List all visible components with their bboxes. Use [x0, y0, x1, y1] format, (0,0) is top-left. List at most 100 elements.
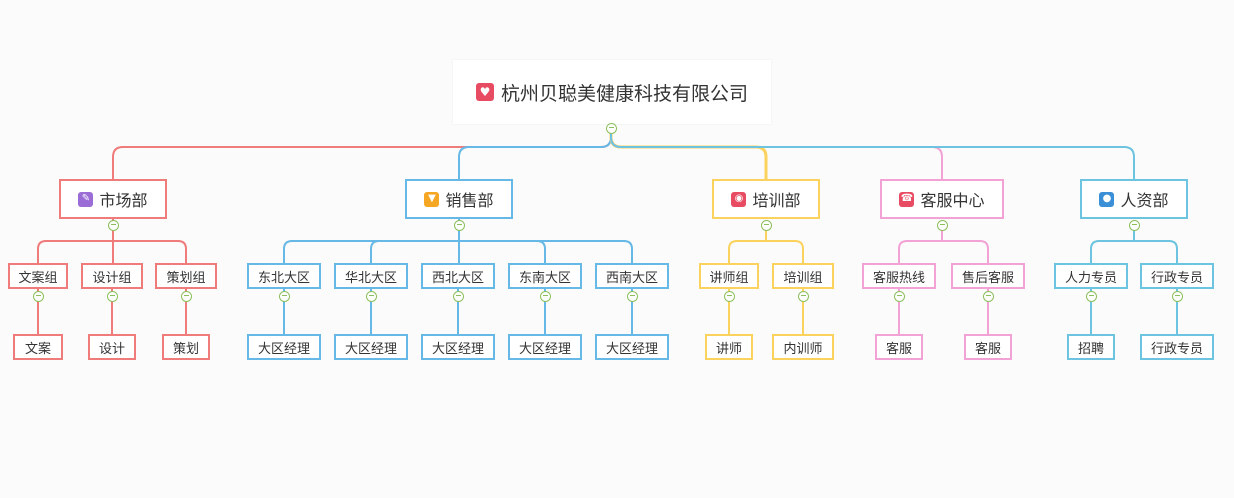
role-node[interactable]: 客服: [964, 334, 1012, 360]
collapse-toggle[interactable]: [936, 219, 948, 231]
role-node[interactable]: 大区经理: [247, 334, 321, 360]
root-node[interactable]: ♥杭州贝聪美健康科技有限公司: [453, 60, 771, 124]
group-node-label: 行政专员: [1150, 270, 1203, 286]
role-node-label: 设计: [98, 341, 125, 357]
dept-node-label: 市场部: [99, 191, 148, 210]
collapse-toggle[interactable]: [605, 122, 617, 134]
badge-icon: ◉: [731, 191, 747, 207]
connector-dept-group: [941, 224, 989, 264]
collapse-toggle[interactable]: [1128, 219, 1140, 231]
role-node[interactable]: 设计: [88, 334, 136, 360]
collapse-toggle[interactable]: [365, 290, 377, 302]
role-node[interactable]: 大区经理: [508, 334, 582, 360]
connector-dept-group: [1133, 224, 1178, 264]
collapse-toggle[interactable]: [180, 290, 192, 302]
group-node[interactable]: 讲师组: [699, 263, 759, 289]
collapse-toggle[interactable]: [626, 290, 638, 302]
group-node-label: 售后客服: [961, 270, 1014, 286]
role-node[interactable]: 招聘: [1067, 334, 1115, 360]
role-node-label: 大区经理: [257, 341, 310, 357]
group-node-label: 文案组: [18, 270, 58, 286]
group-node[interactable]: 东北大区: [247, 263, 321, 289]
group-node-label: 培训组: [783, 270, 823, 286]
group-node[interactable]: 培训组: [772, 263, 834, 289]
role-node-label: 讲师: [715, 341, 742, 357]
group-node-label: 东南大区: [518, 270, 571, 286]
group-node-label: 人力专员: [1064, 270, 1117, 286]
collapse-toggle[interactable]: [723, 290, 735, 302]
role-node-label: 客服: [974, 341, 1001, 357]
role-node-label: 客服: [885, 341, 912, 357]
pencil-icon: ✎: [78, 191, 94, 207]
group-node-label: 东北大区: [257, 270, 310, 286]
connector-dept-group: [370, 224, 460, 264]
connector-root-dept: [112, 129, 612, 180]
group-node[interactable]: 人力专员: [1054, 263, 1128, 289]
role-node[interactable]: 大区经理: [421, 334, 495, 360]
dept-node[interactable]: ◉ 培训部: [712, 179, 820, 219]
connector-root-dept: [609, 128, 768, 181]
group-node[interactable]: 东南大区: [508, 263, 582, 289]
role-node[interactable]: 策划: [162, 334, 210, 360]
group-node[interactable]: 西南大区: [595, 263, 669, 289]
dept-node[interactable]: ☎客服中心: [880, 179, 1004, 219]
group-node-label: 华北大区: [344, 270, 397, 286]
heart-icon: ♥: [475, 83, 494, 101]
connector-dept-group: [283, 224, 460, 264]
collapse-toggle[interactable]: [106, 290, 118, 302]
role-node[interactable]: 讲师: [705, 334, 753, 360]
role-node[interactable]: 客服: [875, 334, 923, 360]
connector-dept-group: [728, 224, 767, 264]
role-node-label: 招聘: [1077, 341, 1104, 357]
collapse-toggle[interactable]: [278, 290, 290, 302]
group-node[interactable]: 华北大区: [334, 263, 408, 289]
group-node-label: 设计组: [92, 270, 132, 286]
role-node-label: 大区经理: [431, 341, 484, 357]
connector-root-dept: [610, 129, 1135, 180]
group-node-label: 客服热线: [872, 270, 925, 286]
collapse-toggle[interactable]: [453, 219, 465, 231]
connector-dept-group: [458, 224, 546, 264]
collapse-toggle[interactable]: [1171, 290, 1183, 302]
role-node[interactable]: 大区经理: [334, 334, 408, 360]
connector-dept-group: [898, 224, 943, 264]
group-node[interactable]: 客服热线: [862, 263, 936, 289]
collapse-toggle[interactable]: [982, 290, 994, 302]
dept-node-label: 培训部: [752, 191, 801, 210]
connector-dept-group: [112, 224, 187, 264]
phone-icon: ☎: [899, 191, 915, 207]
dept-node[interactable]: ● 人资部: [1080, 179, 1188, 219]
group-node[interactable]: 售后客服: [951, 263, 1025, 289]
group-node-label: 西北大区: [431, 270, 484, 286]
group-node[interactable]: 西北大区: [421, 263, 495, 289]
dept-node[interactable]: ▼销售部: [405, 179, 513, 219]
group-node-label: 讲师组: [709, 270, 749, 286]
connector-root-dept: [610, 129, 943, 180]
dept-node[interactable]: ✎ 市场部: [59, 179, 167, 219]
collapse-toggle[interactable]: [32, 290, 44, 302]
collapse-toggle[interactable]: [760, 219, 772, 231]
connector-dept-group: [765, 224, 804, 264]
collapse-toggle[interactable]: [539, 290, 551, 302]
group-node[interactable]: 行政专员: [1140, 263, 1214, 289]
role-node-label: 策划: [172, 341, 199, 357]
connector-dept-group: [1090, 224, 1135, 264]
group-node[interactable]: 策划组: [155, 263, 217, 289]
collapse-toggle[interactable]: [1085, 290, 1097, 302]
dept-node-label: 人资部: [1120, 191, 1169, 210]
role-node-label: 行政专员: [1150, 341, 1203, 357]
group-node[interactable]: 设计组: [81, 263, 143, 289]
role-node[interactable]: 行政专员: [1140, 334, 1214, 360]
role-node-label: 文案: [24, 341, 51, 357]
people-icon: ●: [1099, 191, 1115, 207]
collapse-toggle[interactable]: [107, 219, 119, 231]
group-node[interactable]: 文案组: [8, 263, 68, 289]
collapse-toggle[interactable]: [797, 290, 809, 302]
group-node-label: 策划组: [166, 270, 206, 286]
collapse-toggle[interactable]: [893, 290, 905, 302]
role-node[interactable]: 文案: [13, 334, 63, 360]
role-node[interactable]: 大区经理: [595, 334, 669, 360]
collapse-toggle[interactable]: [452, 290, 464, 302]
role-node[interactable]: 内训师: [772, 334, 834, 360]
